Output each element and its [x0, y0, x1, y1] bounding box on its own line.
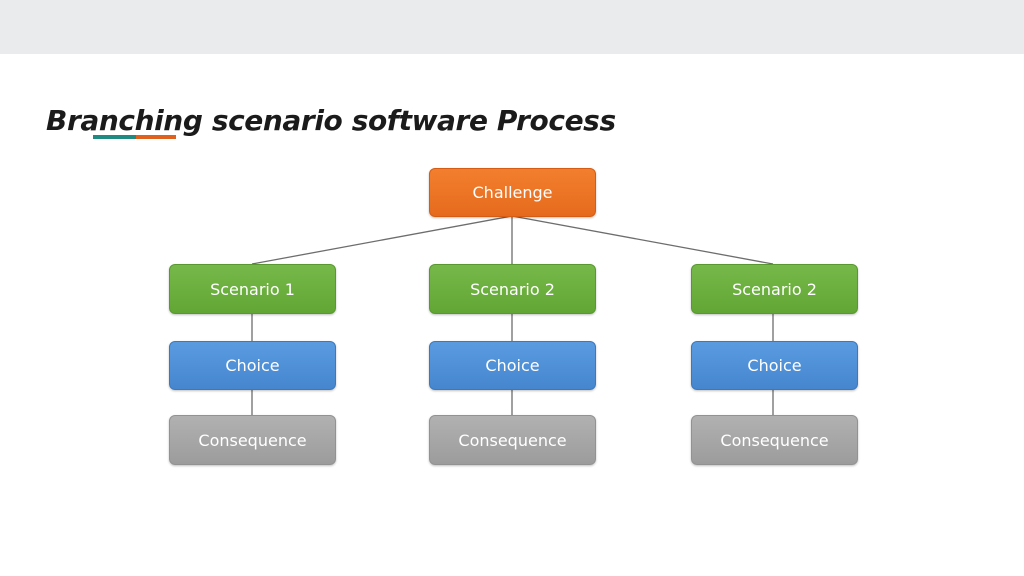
consequence-node-2: Consequence: [429, 415, 596, 465]
consequence-node-3: Consequence: [691, 415, 858, 465]
choice-node-2: Choice: [429, 341, 596, 390]
scenario-node-3: Scenario 2: [691, 264, 858, 314]
edge-challenge-scenario-3: [511, 215, 774, 265]
page-title: Branching scenario software Process: [46, 104, 616, 137]
scenario-node-1: Scenario 1: [169, 264, 336, 314]
consequence-node-1: Consequence: [169, 415, 336, 465]
edge-challenge-scenario-1: [251, 215, 513, 265]
challenge-node: Challenge: [429, 168, 596, 217]
top-band: [0, 0, 1024, 54]
choice-node-1: Choice: [169, 341, 336, 390]
choice-node-3: Choice: [691, 341, 858, 390]
scenario-node-2: Scenario 2: [429, 264, 596, 314]
title-underline-teal: [93, 135, 136, 139]
title-underline-orange: [136, 135, 176, 139]
